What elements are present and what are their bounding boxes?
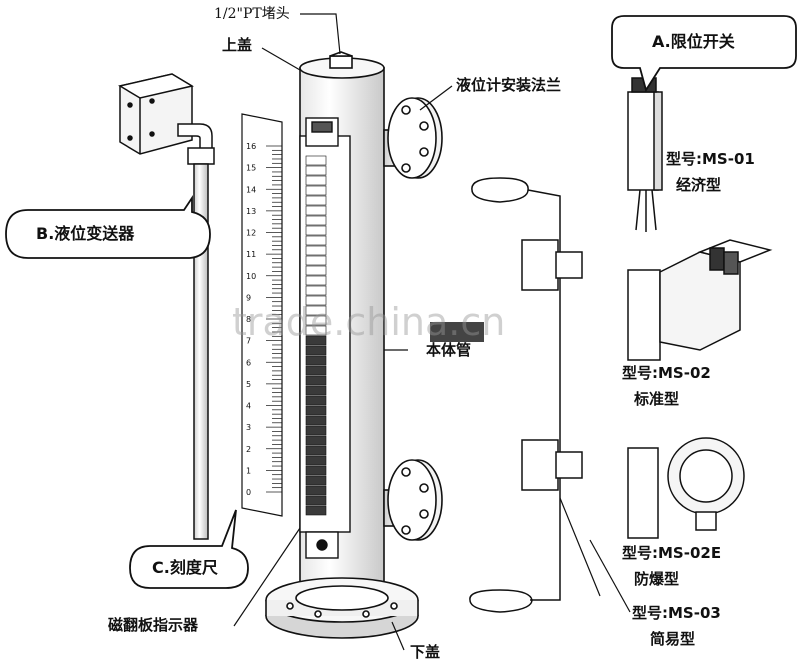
indicator-flap xyxy=(305,485,327,496)
scale-tick-label: 11 xyxy=(246,250,256,259)
indicator-flap xyxy=(305,215,327,226)
switch-ms02 xyxy=(627,239,773,361)
label-bottom-cover: 下盖 xyxy=(410,643,441,661)
indicator-flap xyxy=(305,255,327,266)
transmitter-assembly xyxy=(118,73,215,540)
indicator-flap xyxy=(305,245,327,256)
scale-tick-label: 14 xyxy=(246,185,256,194)
indicator-flap xyxy=(305,305,327,316)
indicator-flap xyxy=(305,435,327,446)
scale-tick-label: 7 xyxy=(246,337,251,346)
label-top-cover: 上盖 xyxy=(222,36,253,54)
scale-tick-label: 16 xyxy=(246,142,256,151)
indicator-flap xyxy=(305,365,327,376)
indicator-flap xyxy=(305,355,327,366)
indicator-flap xyxy=(305,185,327,196)
scale-tick-label: 13 xyxy=(246,207,256,216)
body-tube-label-box xyxy=(430,322,484,342)
label-plug: 1/2"PT堵头 xyxy=(214,6,290,22)
label-level-transmitter: B.液位变送器 xyxy=(36,224,135,243)
indicator-flap xyxy=(305,155,327,166)
upper-flange xyxy=(383,97,443,179)
leader-lines xyxy=(233,13,631,651)
indicator-flap xyxy=(305,315,327,326)
limit-switch-rail xyxy=(469,177,583,613)
model-ms02e: 型号:MS-02E xyxy=(622,544,722,562)
indicator-flap xyxy=(305,175,327,186)
scale-tick-label: 10 xyxy=(246,272,256,281)
indicator-flap xyxy=(305,265,327,276)
type-ms03: 简易型 xyxy=(650,630,696,648)
indicator-flap xyxy=(305,195,327,206)
model-ms02: 型号:MS-02 xyxy=(622,364,711,382)
switch-ms01 xyxy=(627,77,663,232)
callout-scale xyxy=(129,509,249,589)
label-flange: 液位计安装法兰 xyxy=(456,76,562,94)
indicator-flap xyxy=(305,345,327,356)
scale-tick-label: 9 xyxy=(246,293,251,302)
indicator-flap xyxy=(305,205,327,216)
scale-tick-label: 6 xyxy=(246,358,251,367)
indicator-flap xyxy=(305,225,327,236)
indicator-flap xyxy=(305,325,327,336)
callout-switch xyxy=(611,15,797,93)
label-flap-indicator: 磁翻板指示器 xyxy=(108,616,199,634)
scale-tick-label: 2 xyxy=(246,445,251,454)
watermark: trade.china.cn xyxy=(232,300,506,344)
callout-transmitter xyxy=(5,195,211,259)
label-scale: C.刻度尺 xyxy=(152,558,218,577)
indicator-flap xyxy=(305,405,327,416)
indicator-flap xyxy=(305,335,327,346)
label-body-tube: 本体管 xyxy=(426,341,472,359)
scale-tick-label: 3 xyxy=(246,423,251,432)
model-ms01: 型号:MS-01 xyxy=(666,150,755,168)
scale-tick-label: 15 xyxy=(246,164,256,173)
switch-ms02e xyxy=(627,437,745,539)
model-ms03: 型号:MS-03 xyxy=(632,604,721,622)
indicator-flap xyxy=(305,295,327,306)
scale-tick-label: 4 xyxy=(246,402,251,411)
scale-tick-label: 0 xyxy=(246,488,251,497)
indicator-flap xyxy=(305,375,327,386)
indicator-flap xyxy=(305,465,327,476)
indicator-flap xyxy=(305,445,327,456)
indicator-flap xyxy=(305,505,327,516)
indicator-flap xyxy=(305,285,327,296)
indicator-flap xyxy=(305,275,327,286)
label-limit-switch: A.限位开关 xyxy=(652,32,735,51)
indicator-flap xyxy=(305,235,327,246)
scale-tick-label: 12 xyxy=(246,229,256,238)
indicator-flap xyxy=(305,455,327,466)
bottom-base xyxy=(265,577,419,639)
scale-tick-label: 5 xyxy=(246,380,251,389)
indicator-flap xyxy=(305,385,327,396)
type-ms02: 标准型 xyxy=(634,390,680,408)
indicator-flap xyxy=(305,165,327,176)
type-ms02e: 防爆型 xyxy=(634,570,680,588)
indicator-flap xyxy=(305,475,327,486)
lower-flange xyxy=(383,459,443,541)
scale-tick-label: 8 xyxy=(246,315,251,324)
indicator-flap xyxy=(305,495,327,506)
indicator-flap xyxy=(305,415,327,426)
indicator-flap xyxy=(305,425,327,436)
indicator-flap xyxy=(305,395,327,406)
type-ms01: 经济型 xyxy=(676,176,722,194)
flap-indicator xyxy=(299,117,351,559)
scale-tick-label: 1 xyxy=(246,466,251,475)
